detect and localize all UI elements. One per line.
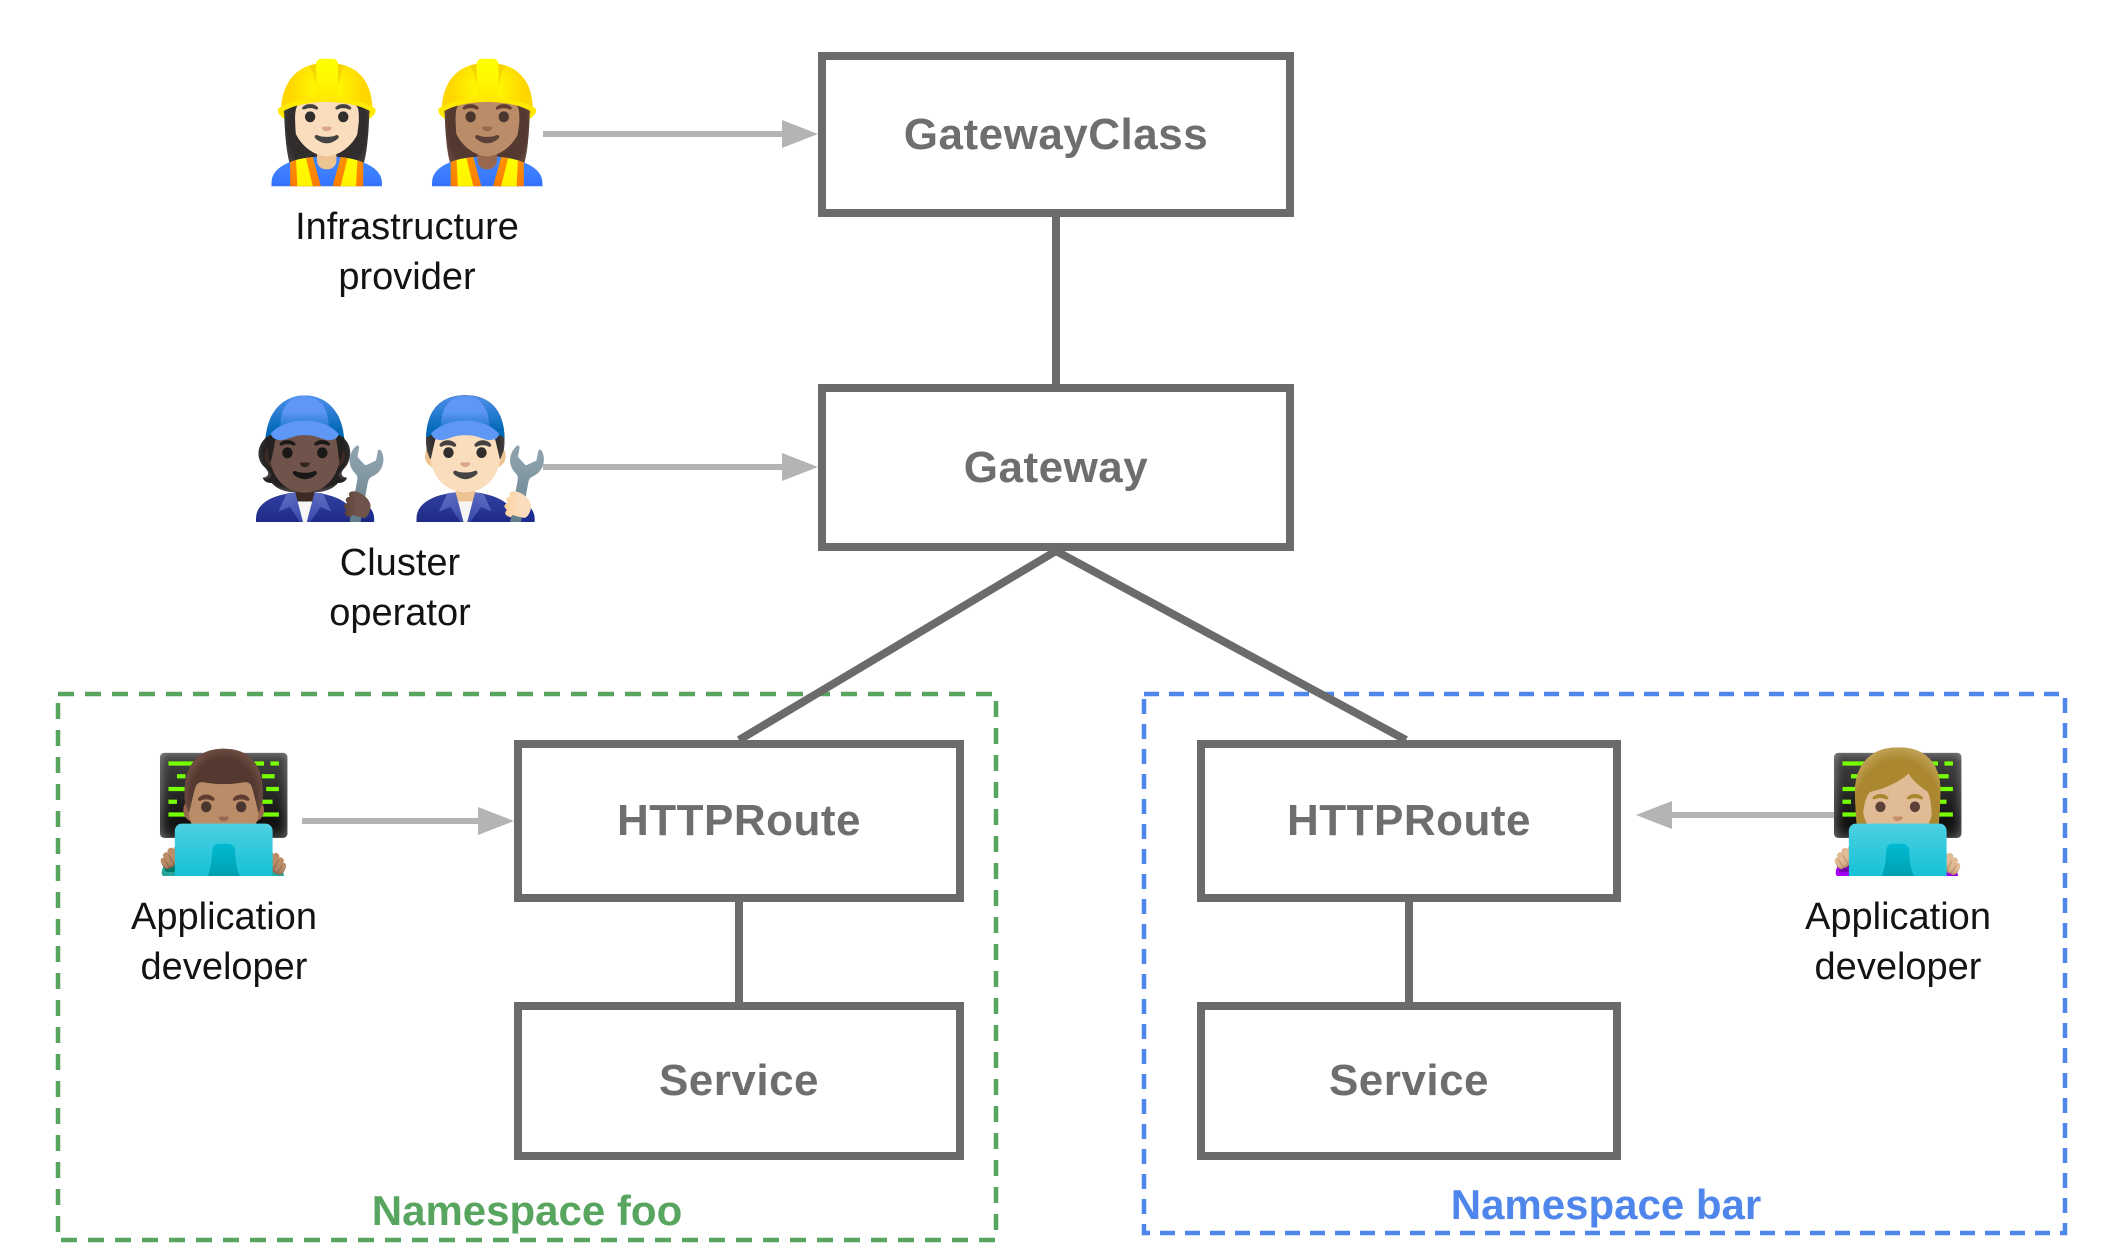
namespace-foo-label: Namespace foo xyxy=(371,1187,683,1234)
man-mechanic-light-emoji: 👨🏻‍🔧 xyxy=(408,393,553,523)
arrow-appdev-to-httproute-foo xyxy=(302,807,514,835)
namespace-bar-boundary xyxy=(1141,691,2068,1236)
infrastructure-provider-label: Infrastructure provider xyxy=(295,205,519,298)
service-bar-node: Service xyxy=(1197,1002,1621,1160)
cluster-operator-emoji-row: 🧑🏿‍🔧 👨🏻‍🔧 xyxy=(247,393,553,523)
infrastructure-provider-emoji-row: 👷🏻‍♀️ 👷🏽‍♀️ xyxy=(254,57,560,187)
woman-construction-worker-light-emoji: 👷🏻‍♀️ xyxy=(254,57,399,187)
gateway-label: Gateway xyxy=(963,442,1149,492)
application-developer-bar-persona: 👩🏼‍💻 Application developer xyxy=(1805,747,1991,992)
httproute-foo-label: HTTPRoute xyxy=(616,796,862,845)
application-developer-bar-emoji-row: 👩🏼‍💻 xyxy=(1825,747,1971,877)
namespace-foo-boundary xyxy=(55,691,999,1243)
httproute-bar-label: HTTPRoute xyxy=(1286,796,1532,845)
gatewayclass-node: GatewayClass xyxy=(818,52,1294,217)
namespace-bar-label: Namespace bar xyxy=(1450,1181,1762,1228)
service-foo-label: Service xyxy=(658,1056,820,1105)
application-developer-bar-label: Application developer xyxy=(1805,895,1991,988)
connector-gateway-httproute-foo xyxy=(736,547,1059,744)
arrow-infrastructure-to-gatewayclass xyxy=(543,120,818,148)
application-developer-foo-emoji-row: 👨🏽‍💻 xyxy=(151,747,297,877)
cluster-operator-persona: 🧑🏿‍🔧 👨🏻‍🔧 Cluster operator xyxy=(247,393,553,638)
arrow-appdev-to-httproute-bar xyxy=(1636,801,1846,829)
service-foo-node: Service xyxy=(514,1002,964,1160)
connector-gateway-httproute-bar xyxy=(1054,547,1408,744)
woman-construction-worker-medium-emoji: 👷🏽‍♀️ xyxy=(415,57,560,187)
gatewayclass-label: GatewayClass xyxy=(903,109,1209,159)
cluster-operator-label: Cluster operator xyxy=(329,541,471,634)
httproute-bar-node: HTTPRoute xyxy=(1197,740,1621,902)
woman-technologist-emoji: 👩🏼‍💻 xyxy=(1825,747,1971,877)
application-developer-foo-persona: 👨🏽‍💻 Application developer xyxy=(131,747,317,992)
arrow-cluster-to-gateway xyxy=(543,453,818,481)
infrastructure-provider-persona: 👷🏻‍♀️ 👷🏽‍♀️ Infrastructure provider xyxy=(254,57,560,302)
man-technologist-emoji: 👨🏽‍💻 xyxy=(151,747,297,877)
mechanic-dark-emoji: 🧑🏿‍🔧 xyxy=(247,393,392,523)
application-developer-foo-label: Application developer xyxy=(131,895,317,988)
gateway-node: Gateway xyxy=(818,384,1294,551)
service-bar-label: Service xyxy=(1328,1056,1490,1105)
httproute-foo-node: HTTPRoute xyxy=(514,740,964,902)
